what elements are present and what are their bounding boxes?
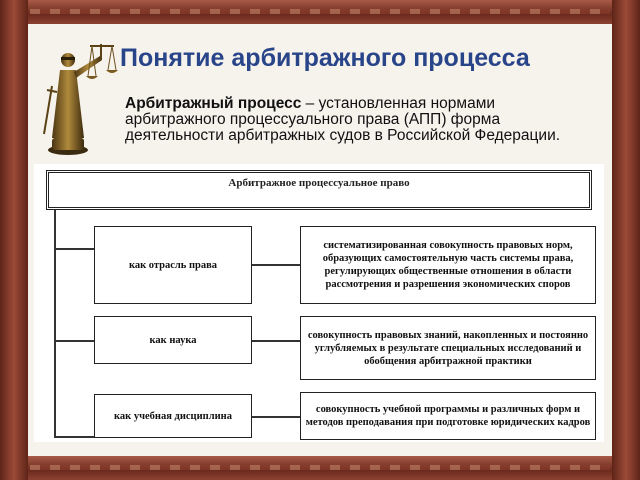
- themis-statue-icon: [43, 44, 118, 155]
- aspect-label: как отрасль права: [128, 259, 218, 271]
- branch-line-3: [54, 436, 94, 438]
- intro-paragraph: Арбитражный процесс – установленная норм…: [125, 96, 595, 144]
- structure-diagram: Арбитражное процессуальное право как отр…: [34, 164, 604, 442]
- connector-line-3: [252, 416, 300, 418]
- frame-left: [0, 0, 28, 480]
- aspect-label: как учебная дисциплина: [114, 410, 232, 422]
- slide-panel: Понятие арбитражного процесса Арбитражны…: [28, 24, 612, 456]
- aspect-box-science: как наука: [94, 316, 252, 364]
- intro-definition: – установленная нормами арбитражного про…: [125, 95, 561, 144]
- aspect-box-branch-of-law: как отрасль права: [94, 226, 252, 304]
- aspect-label: как наука: [149, 334, 197, 346]
- intro-term: Арбитражный процесс: [125, 95, 302, 112]
- description-box-branch-of-law: систематизированная совокупность правовы…: [300, 226, 596, 304]
- aspect-box-discipline: как учебная дисциплина: [94, 394, 252, 438]
- frame-right: [612, 0, 640, 480]
- branch-line-2: [54, 340, 94, 342]
- diagram-root-label: Арбитражное процессуальное право: [228, 177, 410, 189]
- description-text: совокупность учебной программы и различн…: [305, 404, 591, 428]
- page-title: Понятие арбитражного процесса: [120, 44, 530, 72]
- description-box-science: совокупность правовых знаний, накопленны…: [300, 316, 596, 380]
- frame-top: [0, 0, 640, 24]
- description-text: совокупность правовых знаний, накопленны…: [307, 329, 589, 367]
- branch-line-1: [54, 248, 94, 250]
- diagram-root-box: Арбитражное процессуальное право: [46, 170, 592, 210]
- diagram-trunk-line: [54, 210, 56, 438]
- description-box-discipline: совокупность учебной программы и различн…: [300, 392, 596, 440]
- connector-line-1: [252, 264, 300, 266]
- frame-bottom: [0, 456, 640, 480]
- connector-line-2: [252, 340, 300, 342]
- description-text: систематизированная совокупность правовы…: [322, 240, 574, 290]
